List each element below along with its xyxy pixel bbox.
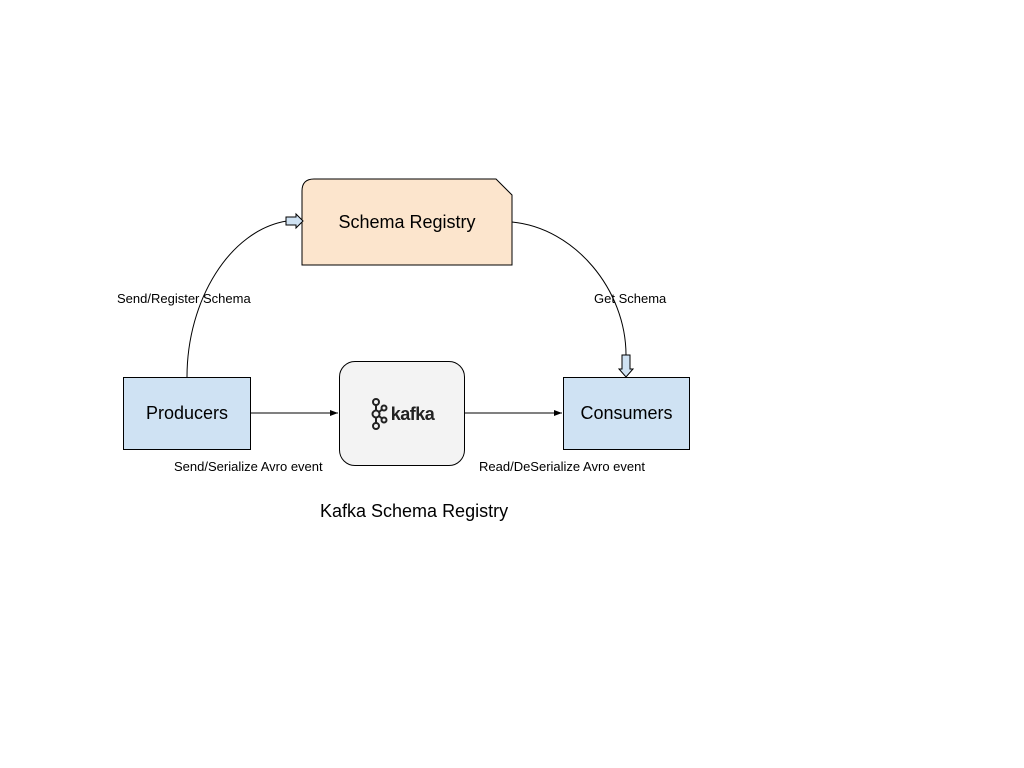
diagram-caption: Kafka Schema Registry xyxy=(320,501,509,521)
consumers-label: Consumers xyxy=(580,403,673,423)
schema-registry-label: Schema Registry xyxy=(338,212,476,232)
deserialize-event-label: Read/DeSerialize Avro event xyxy=(479,459,645,474)
kafka-logo-text: kafka xyxy=(390,404,435,424)
kafka-logo-icon xyxy=(371,397,388,430)
producers-node: Producers xyxy=(123,377,251,450)
get-schema-label: Get Schema xyxy=(594,291,667,306)
consumers-node: Consumers xyxy=(563,377,690,450)
producers-label: Producers xyxy=(145,403,229,423)
register-connector xyxy=(186,220,288,378)
block-arrow-right-icon xyxy=(285,212,304,230)
schema-registry-box xyxy=(301,178,513,266)
get-connector xyxy=(511,221,627,356)
serialize-event-label: Send/Serialize Avro event xyxy=(174,459,323,474)
register-schema-label: Send/Register Schema xyxy=(117,291,251,306)
kafka-node: kafka xyxy=(339,361,465,466)
block-arrow-down-icon xyxy=(617,354,635,378)
schema-registry-node: Schema Registry xyxy=(302,179,512,266)
kafka-logo: kafka xyxy=(370,397,435,430)
